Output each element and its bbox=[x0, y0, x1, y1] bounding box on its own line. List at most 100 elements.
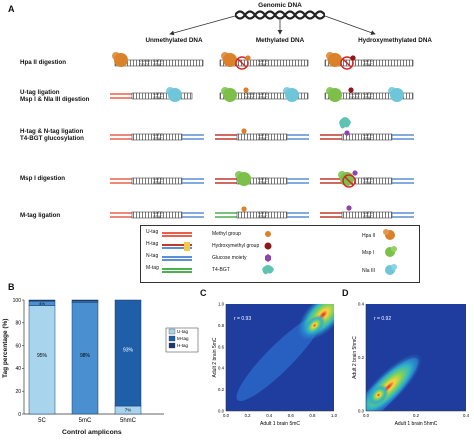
legend-hpa: Hpa II bbox=[362, 233, 376, 239]
legend-t4bgt-icon bbox=[262, 265, 274, 275]
legend-box bbox=[140, 225, 420, 283]
col-header-hydroxymethylated: Hydroxymethylated DNA bbox=[358, 37, 432, 44]
row4-strand-0 bbox=[131, 177, 183, 185]
motif-r4-c1: CATG GTAC bbox=[153, 177, 163, 185]
motif-r5-c1: CATG GTAC bbox=[153, 211, 163, 219]
legend-utag: U-tag bbox=[146, 229, 159, 235]
bar-xtick-5mC: 5mC bbox=[79, 418, 92, 424]
row2-strand-2 bbox=[324, 92, 414, 100]
motif-r2-c1: CATG GTAC bbox=[153, 92, 163, 100]
row3-strand-0 bbox=[131, 133, 183, 141]
motif-ccgg-r1c1: CCGG GGCC bbox=[139, 59, 150, 67]
step-label-1: Hpa II digestion bbox=[20, 59, 67, 66]
row1-block-meth bbox=[235, 56, 249, 70]
legend-ntag: N-tag bbox=[146, 253, 159, 259]
c-xtick-0.8: 0.8 bbox=[309, 413, 316, 418]
c-ylabel: Adult 2 brain 5mC bbox=[212, 337, 218, 377]
row3-glucose bbox=[344, 130, 350, 136]
motif-r5-c3: CATG GTAC bbox=[363, 211, 373, 219]
bar-ytick-60: 60 bbox=[15, 343, 21, 349]
row1-hpa-meth-lobe bbox=[221, 52, 229, 60]
bar-label-5hmC-low: 7% bbox=[125, 408, 132, 413]
row5-glucose bbox=[346, 205, 352, 211]
row1-strand-1 bbox=[219, 59, 309, 67]
legend-msp-icon bbox=[385, 246, 397, 257]
bar-legend-U-tag: U-tag bbox=[177, 329, 189, 334]
c-ytick-1.0: 1.0 bbox=[218, 302, 225, 307]
legend-utag-swatch bbox=[162, 232, 192, 237]
c-annotation: r = 0.93 bbox=[234, 316, 251, 322]
legend-nla-icon bbox=[385, 264, 397, 275]
bar-xlabel: Control amplicons bbox=[62, 429, 122, 436]
bar-label-5C-main: 95% bbox=[37, 353, 48, 359]
c-ytick-0.4: 0.4 bbox=[218, 366, 225, 371]
motif-r4-c3: CATG GTAC bbox=[363, 177, 373, 185]
c-ytick-0.2: 0.2 bbox=[218, 387, 225, 392]
motif-r5-c2: CATG GTAC bbox=[258, 211, 268, 219]
bar-legend-swatch-M-tag bbox=[168, 335, 176, 342]
row2-strand-0 bbox=[131, 92, 193, 100]
bar-label-5mC-main: 98% bbox=[80, 353, 91, 359]
legend-hydroxymethyl: Hydroxymethyl group bbox=[212, 243, 260, 249]
step-label-4: Msp I digestion bbox=[20, 175, 66, 182]
d-xlabel: Adult 1 brain 5hmC bbox=[395, 421, 438, 427]
motif-r1-c1: CATG GTAC bbox=[153, 59, 163, 67]
row5-strand-1 bbox=[236, 211, 288, 219]
bar-5C-U-tag bbox=[28, 305, 56, 415]
legend-swatches bbox=[162, 229, 397, 275]
motif-r2-c3: CATG GTAC bbox=[363, 92, 373, 100]
workflow-schematic bbox=[110, 52, 414, 219]
bar-ylabel: Tag percentage (%) bbox=[2, 318, 9, 378]
bar-ytick-0: 0 bbox=[18, 412, 21, 418]
d-ylabel: Adult 2 brain 5hmC bbox=[352, 336, 358, 379]
legend-hydroxymethyl-icon bbox=[264, 242, 272, 250]
motif-r2-c2: CATG GTAC bbox=[258, 92, 268, 100]
row5-strand-2 bbox=[341, 211, 393, 219]
panel-label-d: D bbox=[342, 288, 349, 298]
genomic-dna-helix bbox=[235, 10, 325, 20]
row3-strand-1 bbox=[236, 133, 288, 141]
row2-hydroxy bbox=[348, 87, 354, 93]
d-ytick-0.2: 0.2 bbox=[358, 355, 365, 360]
c-xtick-1.0: 1.0 bbox=[331, 413, 338, 418]
bar-legend-swatch-U-tag bbox=[168, 328, 176, 335]
d-annotation: r = 0.92 bbox=[374, 316, 391, 322]
motif-r3-c1: CATG GTAC bbox=[153, 133, 163, 141]
bar-5mC-H-tag bbox=[71, 299, 99, 302]
c-ytick-0.6: 0.6 bbox=[218, 344, 225, 349]
bar-ytick-80: 80 bbox=[15, 321, 21, 327]
row2-methyl bbox=[243, 87, 249, 93]
row1-methyl bbox=[245, 55, 251, 61]
row1-block-hmeth bbox=[340, 56, 354, 70]
legend-mtag-swatch bbox=[162, 268, 192, 273]
bar-ytick-100: 100 bbox=[13, 298, 22, 304]
row2-nla-0-lobe bbox=[166, 87, 174, 95]
bar-ytick-40: 40 bbox=[15, 366, 21, 372]
branch-arrows bbox=[169, 15, 376, 36]
legend-hpa-icon bbox=[383, 229, 395, 240]
row4-strand-1 bbox=[236, 177, 288, 185]
legend-nla: Nla III bbox=[362, 268, 376, 274]
legend-methyl: Methyl group bbox=[212, 231, 241, 237]
bar-legend-H-tag: H-tag bbox=[177, 343, 189, 348]
c-xtick-0.0: 0.0 bbox=[223, 413, 230, 418]
row2-nla-1-lobe bbox=[283, 87, 291, 95]
bar-legend-M-tag: M-tag bbox=[177, 336, 189, 341]
motif-ccgg-r2c3: CCGG GGCC bbox=[349, 92, 360, 100]
c-xtick-0.2: 0.2 bbox=[245, 413, 252, 418]
row2-msp-2-lobe bbox=[326, 87, 334, 95]
c-xtick-0.4: 0.4 bbox=[266, 413, 273, 418]
row4-msp-1-lobe bbox=[235, 171, 243, 179]
col-header-methylated: Methylated DNA bbox=[255, 37, 305, 44]
legend-htag: H-tag bbox=[146, 241, 159, 247]
motif-r1-c3: CATG GTAC bbox=[363, 59, 373, 67]
row3-strand-2 bbox=[341, 133, 393, 141]
row4-block-hmeth bbox=[342, 174, 356, 188]
c-peak-1 bbox=[303, 314, 326, 337]
motif-ccgg-r2c2: CCGG GGCC bbox=[244, 92, 255, 100]
bar-5hmC-M-tag bbox=[114, 299, 142, 407]
motif-r3-c2: CATG GTAC bbox=[258, 133, 268, 141]
legend-t4bgt: T4-BGT bbox=[212, 267, 230, 273]
